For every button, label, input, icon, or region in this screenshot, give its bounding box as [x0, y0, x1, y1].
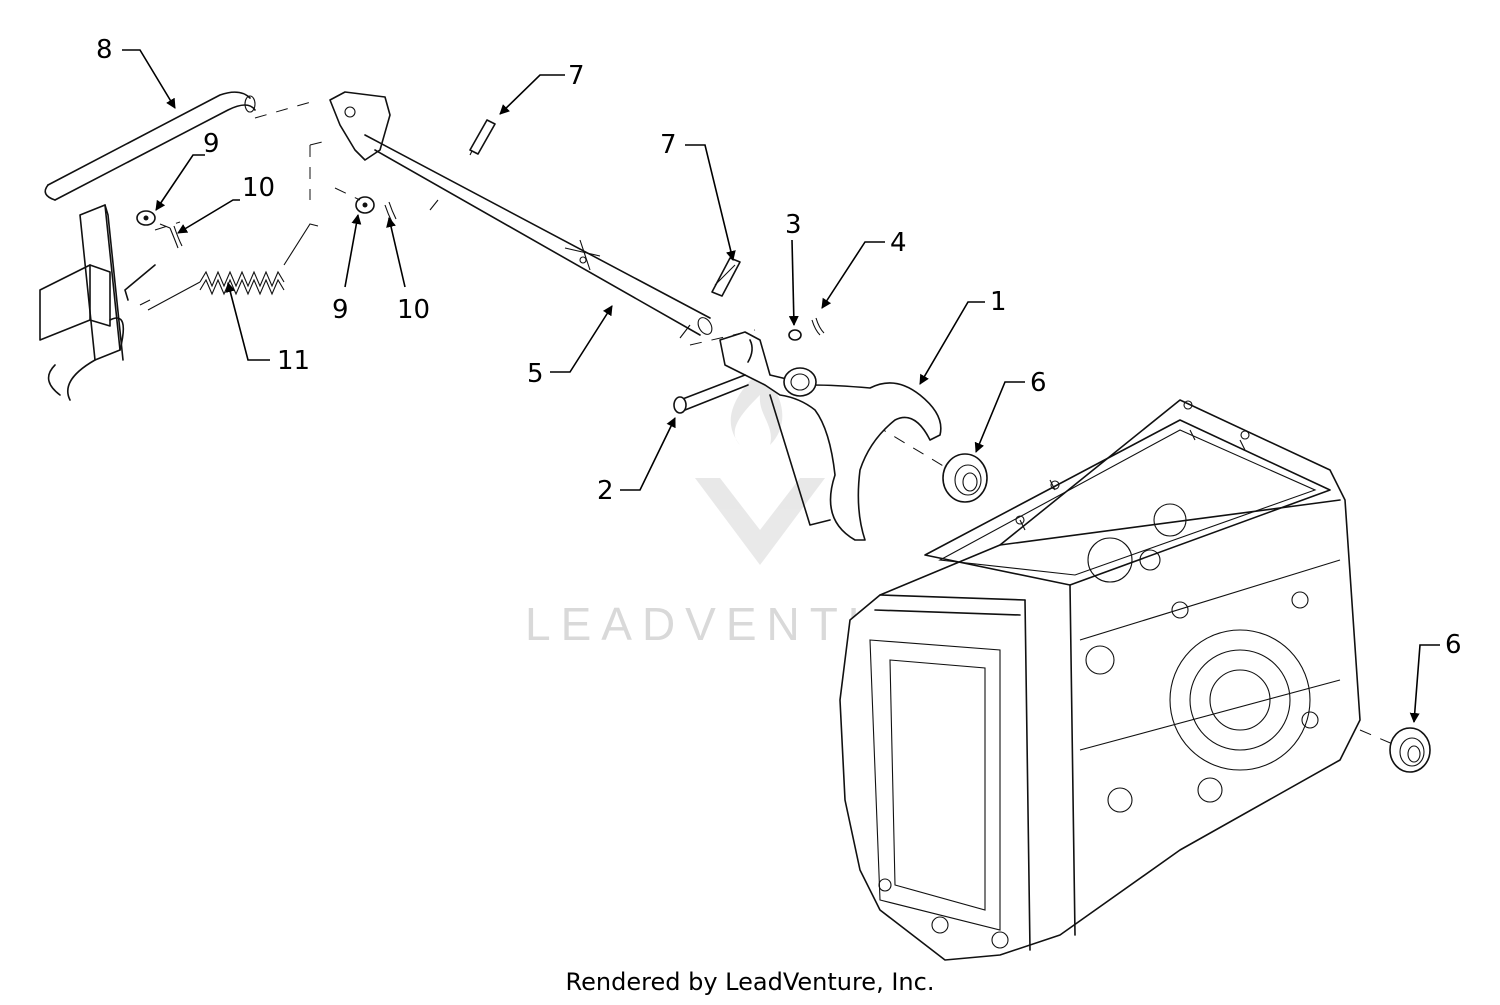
callout-1: 1	[990, 287, 1007, 317]
callout-2: 2	[597, 476, 614, 506]
callout-11: 11	[277, 346, 310, 376]
washer-and-clip-right	[355, 196, 397, 223]
callout-9-right: 9	[332, 295, 349, 325]
footer-credit: Rendered by LeadVenture, Inc.	[565, 968, 935, 996]
callouts: 8 9 10 11 9 10 7 7 5 3 4 1 6 2 6	[96, 35, 1462, 660]
washer-and-clip-left	[136, 210, 183, 249]
part-6-seal-upper	[942, 453, 988, 503]
part-8-rod	[44, 91, 256, 201]
part-11-spring	[147, 223, 319, 311]
callout-10-left: 10	[242, 173, 275, 203]
callout-3: 3	[785, 210, 802, 240]
part-7-roll-pin-upper	[469, 119, 496, 155]
part-2-pin	[673, 374, 749, 414]
transmission-housing	[839, 399, 1361, 961]
callout-6-lower: 6	[1445, 630, 1462, 660]
callout-7-upper: 7	[568, 61, 585, 91]
callout-8: 8	[96, 35, 113, 65]
part-7-roll-pin-lower	[711, 257, 741, 297]
leader-lines	[122, 49, 1440, 723]
part-3-washer	[788, 329, 802, 341]
part-4-clip	[811, 317, 825, 336]
pedal-lever	[39, 204, 156, 401]
callout-7-lower: 7	[660, 130, 677, 160]
callout-4: 4	[890, 228, 907, 258]
part-1-shift-fork	[719, 331, 942, 541]
part-6-seal-lower	[1389, 727, 1431, 773]
callout-6-upper: 6	[1030, 368, 1047, 398]
part-5-shaft	[329, 91, 713, 339]
callout-9-left: 9	[203, 129, 220, 159]
callout-10-right: 10	[397, 295, 430, 325]
callout-5: 5	[527, 359, 544, 389]
